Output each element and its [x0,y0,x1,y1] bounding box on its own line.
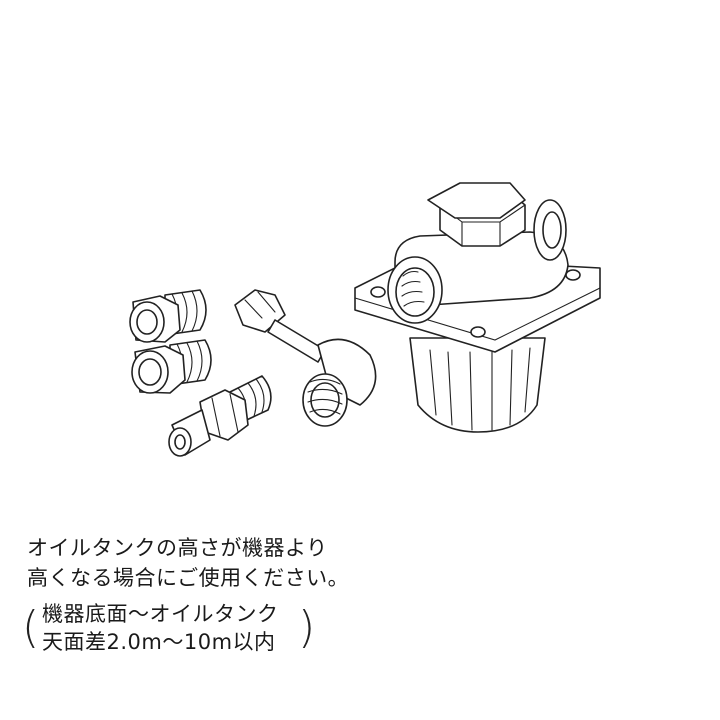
left-parenthesis: ( [22,602,40,653]
oil-filter-drawing [354,182,601,433]
hex-nut-fitting-2-drawing [131,339,212,394]
caption-line-2: 高くなる場合にご使用ください。 [27,566,350,590]
note-text: 機器底面〜オイルタンク 天面差2.0m〜10m以内 [42,600,279,656]
hex-nut-fitting-1-drawing [129,289,207,343]
note-line-2: 天面差2.0m〜10m以内 [42,630,276,654]
usage-caption: オイルタンクの高さが機器より 高くなる場合にご使用ください。 [27,533,687,593]
right-parenthesis: ) [298,602,316,653]
flare-nut-pipe-drawing [234,289,377,427]
height-condition-note: ( 機器底面〜オイルタンク 天面差2.0m〜10m以内 ) [22,600,702,660]
parts-illustration [129,182,601,457]
caption-line-1: オイルタンクの高さが機器より [27,536,328,560]
flare-union-drawing [168,375,272,457]
note-line-1: 機器底面〜オイルタンク [42,602,279,626]
